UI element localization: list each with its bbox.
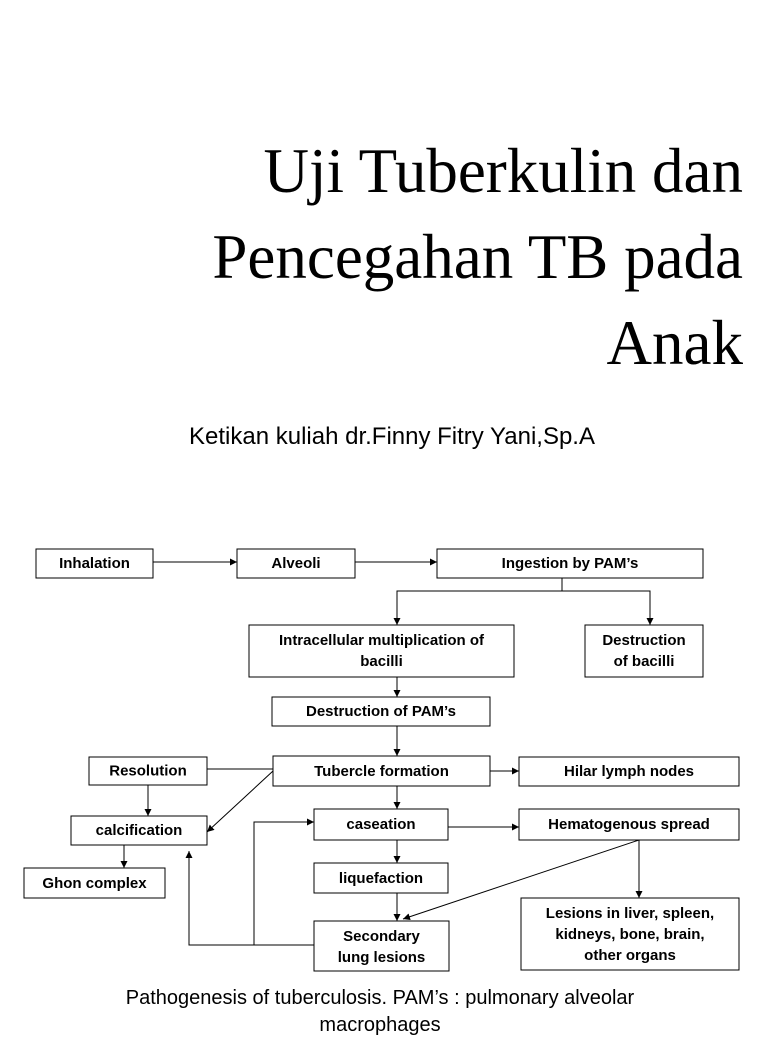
edge-hematogenous-secondary bbox=[402, 839, 640, 921]
node-destruction-pams: Destruction of PAM’s bbox=[271, 696, 491, 727]
node-label: calcification bbox=[96, 822, 183, 839]
node-caseation: caseation bbox=[313, 808, 449, 841]
title-line: Anak bbox=[606, 308, 743, 378]
edge-ingestion-destruction-bacilli bbox=[562, 590, 654, 625]
flowchart-edges bbox=[120, 558, 654, 946]
node-label: Resolution bbox=[109, 762, 187, 779]
caption-line: Pathogenesis of tuberculosis. PAM’s : pu… bbox=[125, 987, 635, 1009]
slide-subtitle: Ketikan kuliah dr.Finny Fitry Yani,Sp.A bbox=[189, 423, 595, 450]
node-label: liquefaction bbox=[339, 870, 423, 887]
edge-secondary-calcification bbox=[185, 851, 314, 946]
node-label: Hematogenous spread bbox=[548, 816, 710, 833]
node-hematogenous: Hematogenous spread bbox=[518, 808, 740, 841]
node-label: Tubercle formation bbox=[314, 763, 449, 780]
edge-ingestion-intracellular bbox=[393, 578, 563, 625]
title-line: Pencegahan TB pada bbox=[212, 222, 743, 292]
title-line: Uji Tuberkulin dan bbox=[263, 136, 743, 206]
node-label: Secondary bbox=[343, 928, 420, 945]
node-inhalation: Inhalation bbox=[35, 548, 154, 579]
node-label: bacilli bbox=[360, 653, 403, 670]
node-resolution: Resolution bbox=[88, 756, 208, 786]
node-lesions-organs: Lesions in liver, spleen, kidneys, bone,… bbox=[520, 897, 740, 971]
node-liquefaction: liquefaction bbox=[313, 862, 449, 894]
node-label: kidneys, bone, brain, bbox=[555, 926, 704, 943]
node-label: Ghon complex bbox=[42, 875, 147, 892]
node-ghon: Ghon complex bbox=[23, 867, 166, 899]
node-label: other organs bbox=[584, 947, 676, 964]
figure-caption: Pathogenesis of tuberculosis. PAM’s : pu… bbox=[30, 985, 730, 1039]
node-tubercle: Tubercle formation bbox=[272, 755, 491, 787]
slide-title: Uji Tuberkulin dan Pencegahan TB pada An… bbox=[23, 128, 743, 386]
node-alveoli: Alveoli bbox=[236, 548, 356, 579]
node-label: caseation bbox=[346, 816, 415, 833]
node-label: Intracellular multiplication of bbox=[279, 632, 485, 649]
node-label: Alveoli bbox=[271, 555, 320, 572]
node-secondary: Secondary lung lesions bbox=[313, 920, 450, 972]
node-label: Lesions in liver, spleen, bbox=[546, 905, 714, 922]
node-label: of bacilli bbox=[614, 653, 675, 670]
node-label: Ingestion by PAM’s bbox=[502, 555, 639, 572]
node-label: Destruction bbox=[602, 632, 685, 649]
node-label: Destruction of PAM’s bbox=[306, 703, 456, 720]
node-label: Hilar lymph nodes bbox=[564, 763, 694, 780]
node-label: lung lesions bbox=[338, 949, 426, 966]
edge-tubercle-calcification bbox=[206, 770, 274, 833]
node-hilar: Hilar lymph nodes bbox=[518, 756, 740, 787]
node-destruction-bacilli: Destruction of bacilli bbox=[584, 624, 704, 678]
edge-secondary-caseation bbox=[253, 818, 314, 945]
caption-line: macrophages bbox=[319, 1014, 441, 1036]
node-intracellular: Intracellular multiplication of bacilli bbox=[248, 624, 515, 678]
node-calcification: calcification bbox=[70, 815, 208, 846]
node-ingestion: Ingestion by PAM’s bbox=[436, 548, 704, 579]
node-label: Inhalation bbox=[59, 555, 130, 572]
